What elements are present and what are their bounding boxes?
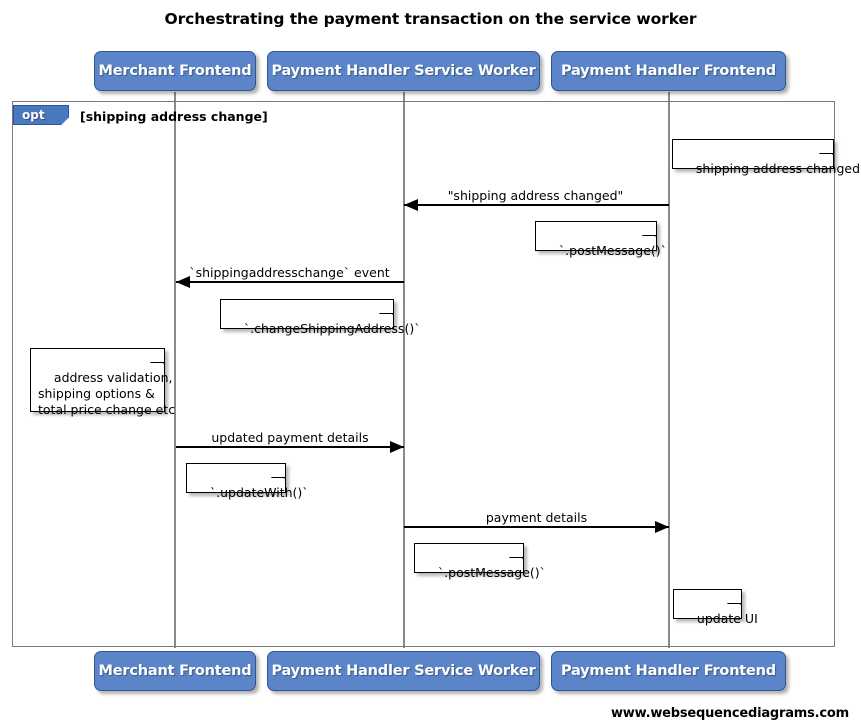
message-line-shipping-address-changed xyxy=(404,204,669,206)
note-fold-icon xyxy=(641,222,656,237)
message-arrowhead-shippingaddresschange-event xyxy=(176,276,190,288)
note-update-with: `.updateWith()` xyxy=(186,463,309,500)
note-text: `.changeShippingAddress()` xyxy=(243,321,421,336)
lifeline-payment-handler-service-worker xyxy=(403,92,405,648)
participant-merchant-frontend-bottom[interactable]: Merchant Frontend xyxy=(94,651,256,691)
opt-fragment-tab-label: opt xyxy=(22,108,45,122)
participant-label: Merchant Frontend xyxy=(98,63,252,79)
participant-label: Payment Handler Frontend xyxy=(561,663,776,679)
lifeline-merchant-frontend xyxy=(174,92,176,648)
opt-fragment-frame xyxy=(12,101,835,647)
footer-watermark: www.websequencediagrams.com xyxy=(610,706,849,721)
message-arrowhead-updated-payment-details xyxy=(390,441,404,453)
note-fold-icon xyxy=(149,349,164,364)
participant-label: Merchant Frontend xyxy=(98,663,252,679)
note-fold-icon xyxy=(818,140,833,155)
note-update-ui: update UI xyxy=(673,589,758,626)
diagram-title: Orchestrating the payment transaction on… xyxy=(164,10,697,28)
message-label-updated-payment-details: updated payment details xyxy=(211,430,369,445)
note-fold-icon xyxy=(726,590,741,605)
note-fold-icon xyxy=(508,544,523,559)
message-line-payment-details xyxy=(404,526,669,528)
note-fold-icon xyxy=(270,464,285,479)
note-address-validation: address validation, shipping options & t… xyxy=(30,348,175,417)
note-text: `.postMessage()` xyxy=(437,565,546,580)
participant-payment-handler-frontend-bottom[interactable]: Payment Handler Frontend xyxy=(551,651,786,691)
message-arrowhead-shipping-address-changed xyxy=(404,199,418,211)
message-label-shippingaddresschange-event: `shippingaddresschange` event xyxy=(189,265,390,280)
note-text: shipping address changed xyxy=(695,161,861,176)
message-label-shipping-address-changed: "shipping address changed" xyxy=(447,188,624,203)
participant-payment-handler-service-worker-bottom[interactable]: Payment Handler Service Worker xyxy=(267,651,540,691)
note-text: address validation, shipping options & t… xyxy=(38,370,176,417)
note-post-message-2: `.postMessage()` xyxy=(414,543,546,580)
participant-payment-handler-frontend-top[interactable]: Payment Handler Frontend xyxy=(551,51,786,91)
participant-payment-handler-service-worker-top[interactable]: Payment Handler Service Worker xyxy=(267,51,540,91)
message-line-updated-payment-details xyxy=(176,446,404,448)
note-shipping-address-changed: shipping address changed xyxy=(672,139,860,176)
note-change-shipping-address: `.changeShippingAddress()` xyxy=(220,299,420,336)
opt-fragment-condition: [shipping address change] xyxy=(80,109,268,124)
message-line-shippingaddresschange-event xyxy=(176,281,404,283)
opt-fragment-tab: opt xyxy=(13,105,69,125)
participant-merchant-frontend-top[interactable]: Merchant Frontend xyxy=(94,51,256,91)
message-label-payment-details: payment details xyxy=(485,510,588,525)
note-text: `.postMessage()` xyxy=(558,243,667,258)
note-text: `.updateWith()` xyxy=(209,485,309,500)
participant-label: Payment Handler Frontend xyxy=(561,63,776,79)
participant-label: Payment Handler Service Worker xyxy=(271,63,536,79)
note-fold-icon xyxy=(378,300,393,315)
message-arrowhead-payment-details xyxy=(655,521,669,533)
note-text: update UI xyxy=(696,611,758,626)
note-post-message-1: `.postMessage()` xyxy=(535,221,667,258)
lifeline-payment-handler-frontend xyxy=(668,92,670,648)
participant-label: Payment Handler Service Worker xyxy=(271,663,536,679)
